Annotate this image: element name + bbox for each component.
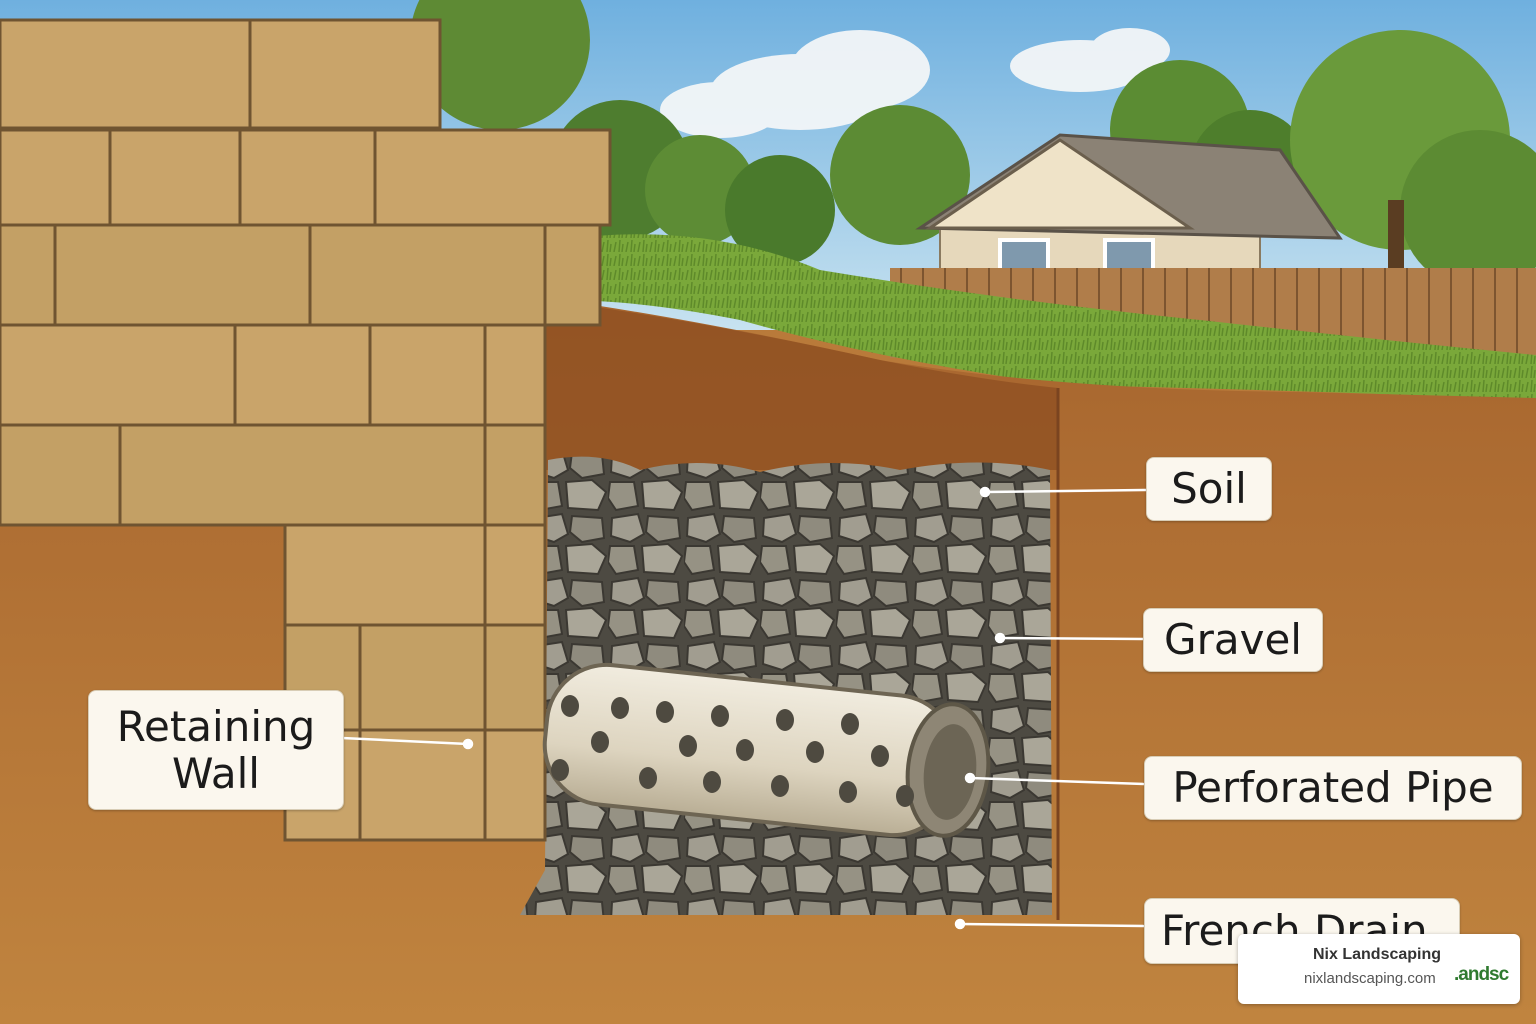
retaining-wall-label: Retaining Wall bbox=[88, 690, 344, 810]
retaining-wall-label-line1: Retaining bbox=[116, 701, 316, 751]
watermark-brand: Nix Landscaping bbox=[1313, 946, 1442, 963]
leader-lines bbox=[341, 486, 1147, 930]
gravel-label: Gravel bbox=[1143, 608, 1323, 672]
perforated-pipe bbox=[542, 662, 991, 838]
perforated-pipe-label: Perforated Pipe bbox=[1144, 756, 1522, 820]
watermark-url: nixlandscaping.com bbox=[1304, 970, 1436, 987]
trench-topsoil bbox=[545, 300, 1058, 470]
watermark-badge[interactable]: Nix Landscaping nixlandscaping.com .ands… bbox=[1238, 934, 1520, 1004]
watermark-logo: .andsc bbox=[1454, 964, 1509, 985]
soil-label: Soil bbox=[1146, 457, 1272, 521]
clouds bbox=[660, 28, 1170, 138]
retaining-wall-label-line2: Wall bbox=[172, 749, 260, 798]
grass-slope bbox=[560, 234, 1536, 400]
